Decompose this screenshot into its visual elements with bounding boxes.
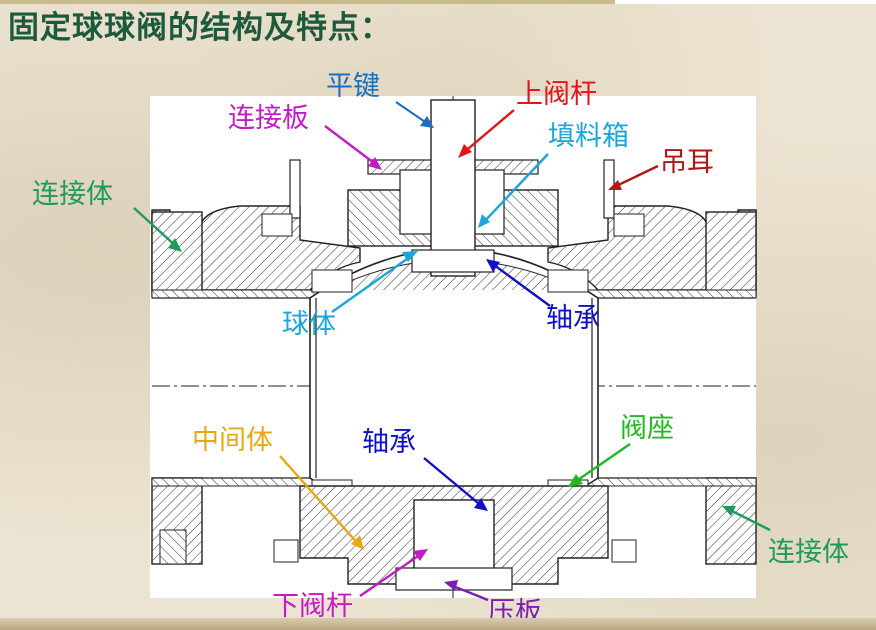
right-flange-lower <box>705 477 757 565</box>
label-lian-jie-ti-right: 连接体 <box>768 537 849 568</box>
label-shang-fa-gan: 上阀杆 <box>516 79 597 110</box>
arrow-fa-zuo <box>571 443 631 485</box>
lower-stem <box>413 499 495 575</box>
label-zhong-jian-ti: 中间体 <box>192 425 273 456</box>
label-lian-jie-ban: 连接板 <box>228 103 309 134</box>
top-right-frame <box>615 0 876 4</box>
arrow-zhou-cheng-upper <box>489 261 551 307</box>
label-diao-er: 吊耳 <box>660 147 714 178</box>
arrow-lian-jie-ban <box>324 125 379 167</box>
upper-stem <box>430 99 476 277</box>
arrow-tian-liao-xiang <box>481 153 549 225</box>
bottom-border <box>0 618 876 630</box>
label-zhou-cheng-lower: 轴承 <box>362 427 416 458</box>
arrow-zhong-jian-ti <box>279 455 361 547</box>
arrow-lian-jie-ti-right <box>725 506 771 532</box>
arrow-qiu-ti <box>331 253 415 313</box>
label-zhou-cheng-upper: 轴承 <box>546 303 600 334</box>
label-fa-zuo: 阀座 <box>620 413 674 444</box>
label-ping-jian: 平键 <box>326 71 380 102</box>
arrow-shang-fa-gan <box>461 109 515 155</box>
top-border <box>0 0 876 4</box>
label-xia-fa-gan: 下阀杆 <box>272 591 353 622</box>
label-lian-jie-ti-left: 连接体 <box>32 179 113 210</box>
arrow-zhou-cheng-lower <box>423 457 485 509</box>
arrow-lian-jie-ti-left <box>133 207 179 249</box>
seat-right-top <box>547 269 589 293</box>
slide-title: 固定球球阀的结构及特点： <box>8 10 392 46</box>
label-qiu-ti: 球体 <box>282 309 336 340</box>
right-flange <box>705 211 757 297</box>
label-tian-liao-xiang: 填料箱 <box>548 121 629 152</box>
left-flange <box>151 211 203 297</box>
seat-left-top <box>311 269 353 293</box>
lifting-lug-left <box>289 159 301 219</box>
arrow-xia-fa-gan <box>359 551 425 597</box>
